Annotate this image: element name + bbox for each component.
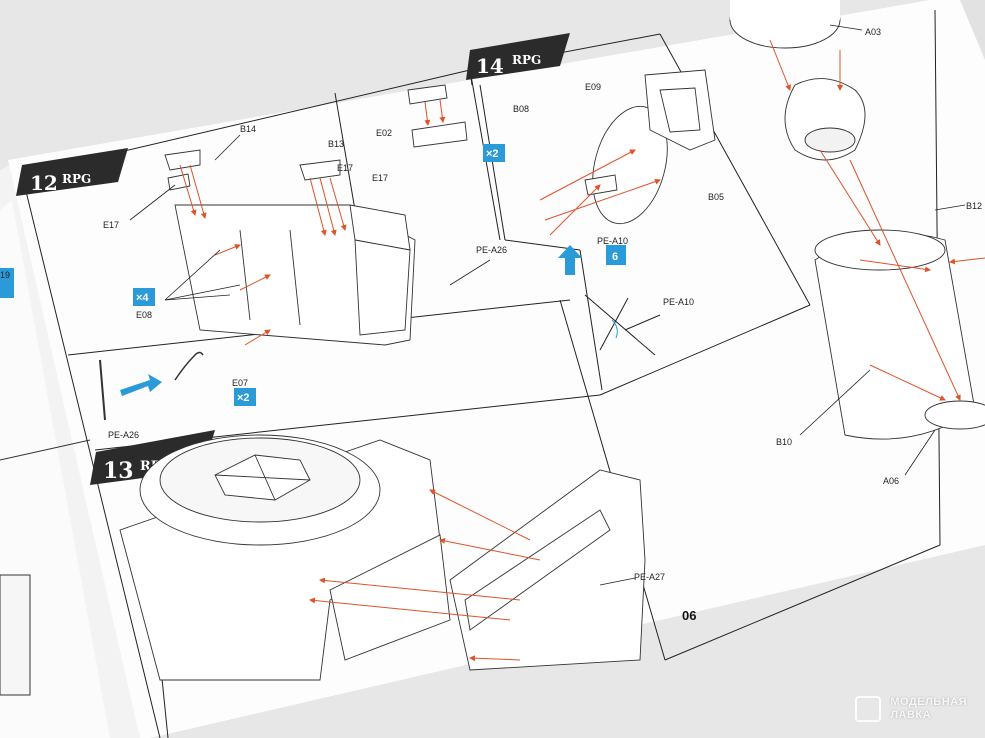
label-b13: B13 <box>328 139 344 149</box>
label-b05: B05 <box>708 192 724 202</box>
step-13-arrows <box>309 489 541 662</box>
label-pe-a10-a: PE-A10 <box>597 236 628 246</box>
step-12-number: 12 <box>30 171 58 195</box>
pe-a27-leader <box>599 577 636 586</box>
step-13-turret-drawing <box>119 434 646 681</box>
label-pe-a26-b: PE-A26 <box>108 430 139 440</box>
step-12-box-drawing <box>164 84 468 346</box>
right-assembly-arrows <box>769 39 985 401</box>
right-assembly-drawing <box>729 0 985 440</box>
label-e17-c: E17 <box>372 173 388 183</box>
left-page-partial-label: 19 <box>0 270 10 280</box>
qty-badge-x2-e02: ×2 <box>483 144 505 162</box>
step-12-header: 12 RPG <box>16 148 128 196</box>
step-12-brand: RPG <box>62 172 91 186</box>
label-e07: E07 <box>232 378 248 388</box>
step-12-leader-lines <box>129 134 491 301</box>
label-e08: E08 <box>136 310 152 320</box>
qty-badge-6: 6 <box>606 245 626 265</box>
label-a03: A03 <box>865 27 881 37</box>
step-14-blue-arrow <box>558 245 582 275</box>
label-b10: B10 <box>776 437 792 447</box>
label-e17-b: E17 <box>337 163 353 173</box>
label-e09: E09 <box>585 82 601 92</box>
label-pe-a26-a: PE-A26 <box>476 245 507 255</box>
label-b08: B08 <box>513 104 529 114</box>
qty-badge-x2-e07: ×2 <box>234 388 256 406</box>
label-a06: A06 <box>883 476 899 486</box>
watermark-logo-icon <box>854 696 881 722</box>
qty-6-text: 6 <box>612 251 618 263</box>
step-14-hatch-drawing <box>584 69 716 225</box>
label-pe-a10-b: PE-A10 <box>663 297 694 307</box>
step-13-number: 13 <box>103 458 134 484</box>
label-b14: B14 <box>240 124 256 134</box>
step-14-brand: RPG <box>512 53 541 67</box>
label-e02: E02 <box>376 128 392 138</box>
watermark-line-1: МОДЕЛЬНАЯ <box>890 696 967 708</box>
qty-badge-x4: ×4 <box>133 288 155 306</box>
qty-x2-e07-text: ×2 <box>237 392 250 404</box>
qty-x2-e02-text: ×2 <box>486 148 499 160</box>
qty-x4-text: ×4 <box>136 292 149 304</box>
part-labels: B14 E17 B13 E17 E02 E17 PE-A26 E08 E07 P… <box>103 27 982 582</box>
step-14-number: 14 <box>476 54 504 78</box>
watermark: МОДЕЛЬНАЯ ЛАВКА <box>854 696 967 722</box>
label-b12: B12 <box>966 201 982 211</box>
step-12-arrows <box>179 99 446 346</box>
page-corner-shadow <box>930 0 985 60</box>
right-leaders <box>799 24 966 476</box>
step-14-arrows <box>539 149 661 236</box>
pe-a26-inset <box>99 351 204 421</box>
step-14-header: 14 RPG <box>466 33 570 80</box>
watermark-line-2: ЛАВКА <box>890 709 932 721</box>
label-e17-a: E17 <box>103 220 119 230</box>
pe-a10-detail <box>584 294 661 356</box>
page-number: 06 <box>682 608 696 623</box>
label-pe-a27: PE-A27 <box>634 572 665 582</box>
left-page-fragment <box>0 268 91 696</box>
